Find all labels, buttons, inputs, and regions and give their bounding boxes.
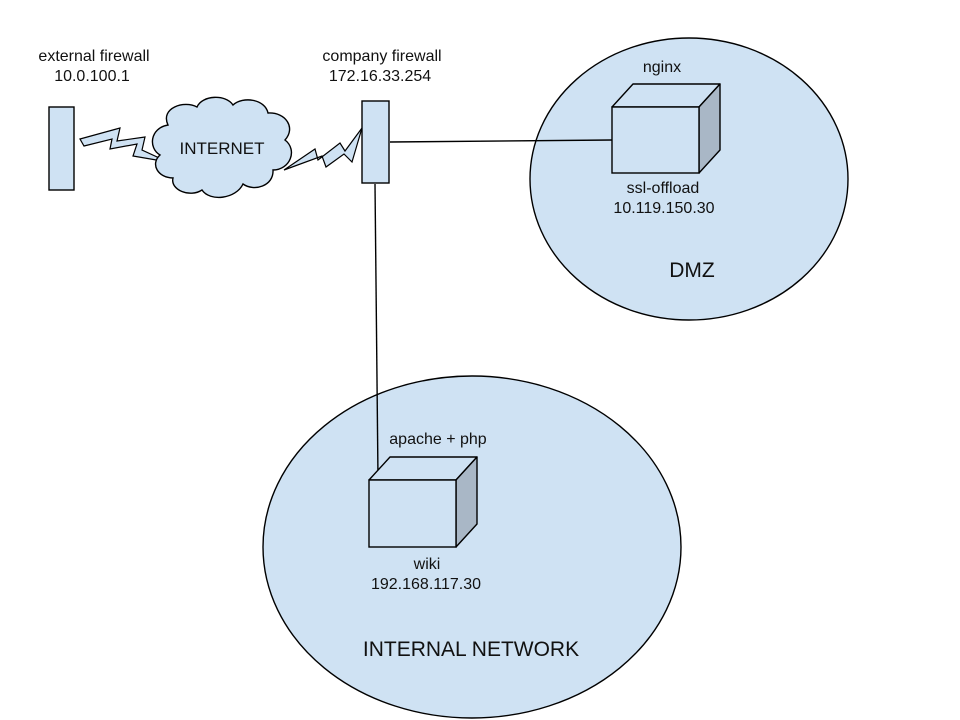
link-company-firewall-to-wiki xyxy=(374,183,379,479)
company-firewall-icon xyxy=(361,100,390,184)
nginx-server-name: ssl-offload xyxy=(627,180,700,197)
internet-cloud-icon xyxy=(151,96,293,199)
external-firewall-icon xyxy=(48,106,75,191)
dmz-label: DMZ xyxy=(669,259,715,282)
internet-label: INTERNET xyxy=(180,139,265,158)
dmz-zone xyxy=(529,37,849,321)
company-firewall-ip: 172.16.33.254 xyxy=(329,68,431,85)
internal-network-label: INTERNAL NETWORK xyxy=(363,638,579,661)
external-firewall-name: external firewall xyxy=(38,48,149,65)
external-firewall-ip: 10.0.100.1 xyxy=(54,68,130,85)
wiki-server-ip: 192.168.117.30 xyxy=(371,576,481,593)
internal-network-zone xyxy=(262,375,682,719)
lightning-bolt-icon xyxy=(283,127,363,171)
wiki-server-name: wiki xyxy=(413,556,441,573)
wiki-server-icon xyxy=(368,479,457,548)
company-firewall-name: company firewall xyxy=(322,48,441,65)
nginx-role-label: nginx xyxy=(643,59,681,76)
nginx-server-icon xyxy=(611,106,700,174)
wiki-role-label: apache + php xyxy=(389,431,487,448)
nginx-server-ip: 10.119.150.30 xyxy=(613,200,714,217)
lightning-bolt-icon xyxy=(79,127,169,163)
link-company-firewall-to-nginx xyxy=(389,139,613,143)
